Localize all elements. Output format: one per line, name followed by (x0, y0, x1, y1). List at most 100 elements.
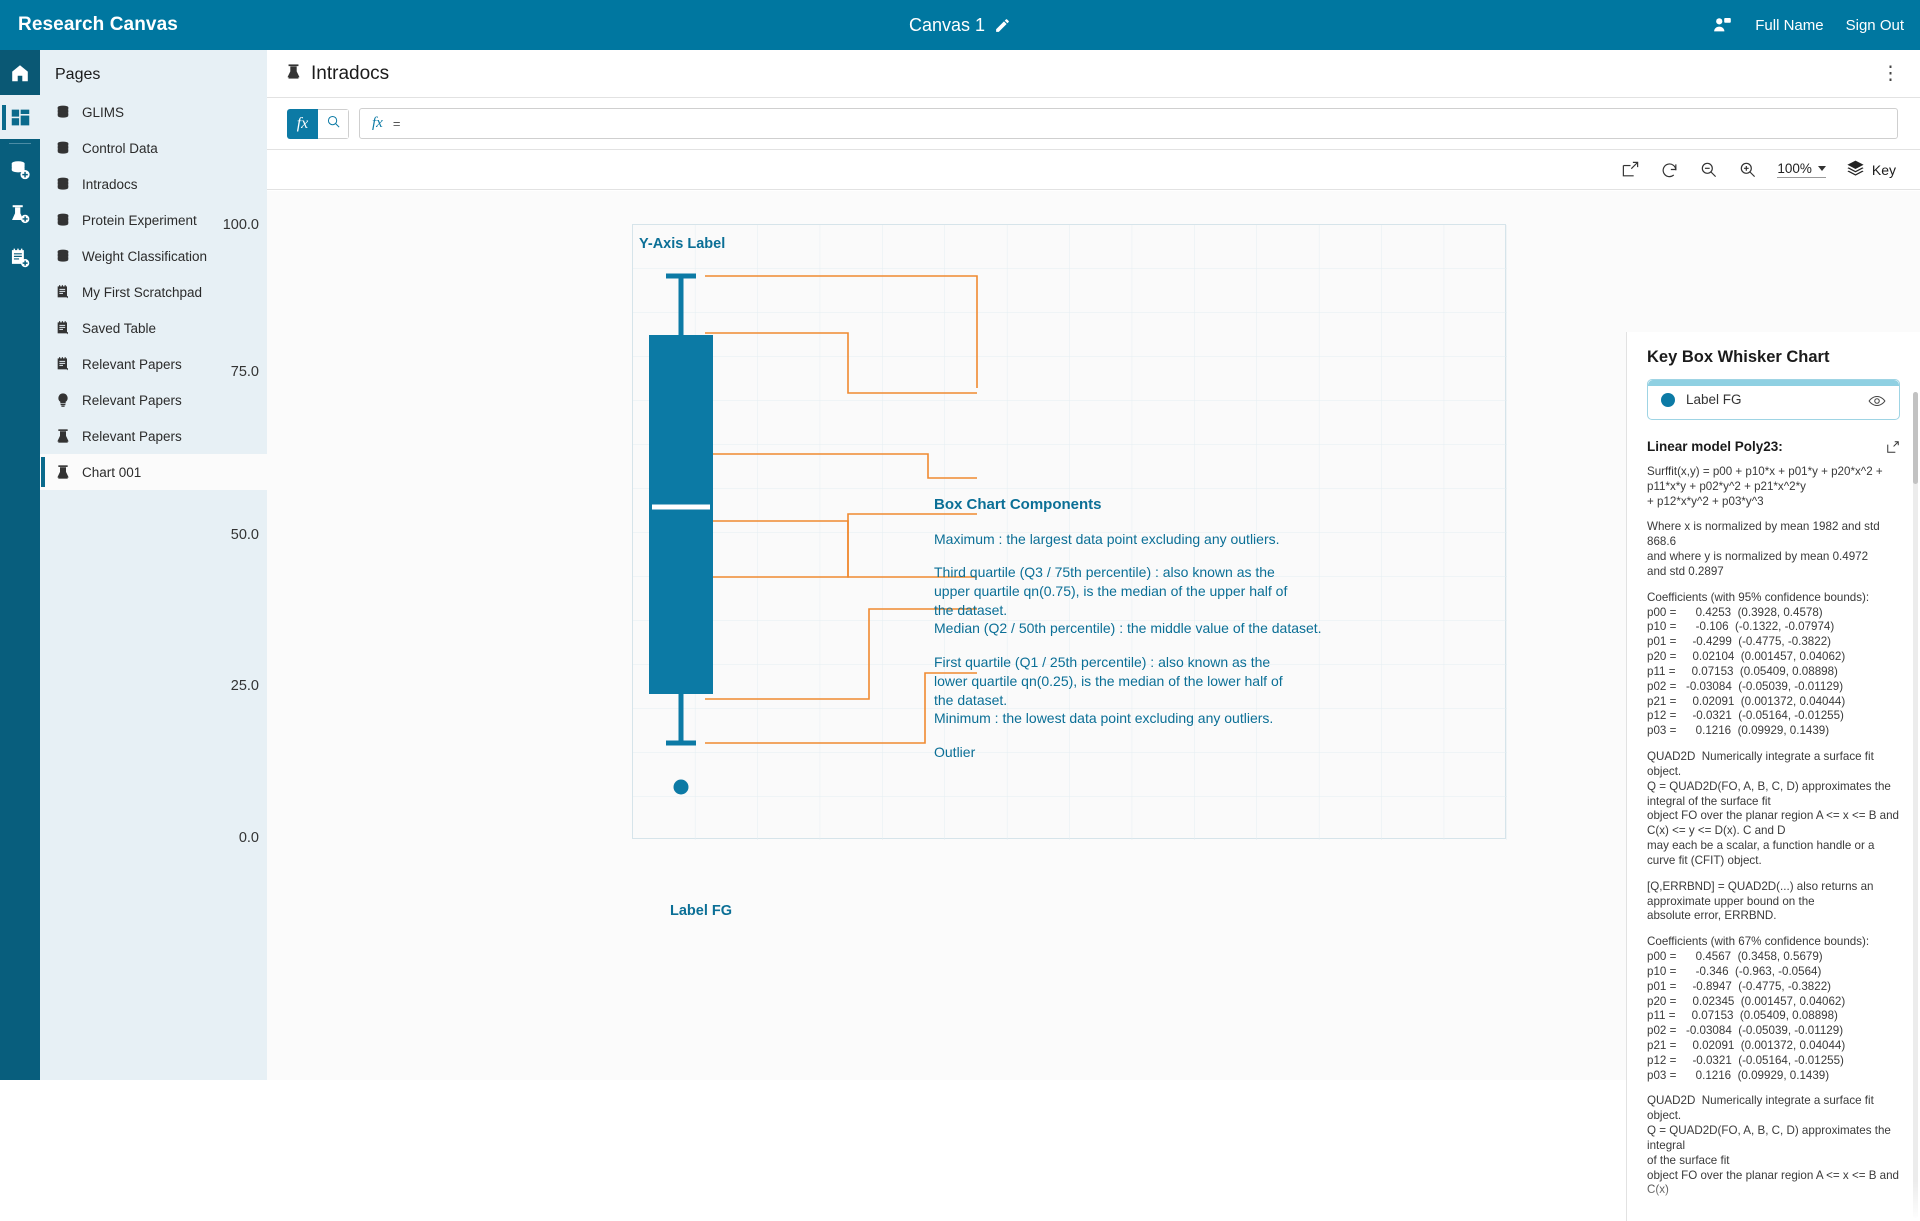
popout-icon[interactable] (1886, 440, 1900, 454)
eye-icon[interactable] (1868, 394, 1886, 406)
zoom-level-select[interactable]: 100% (1777, 161, 1826, 178)
annotation-minimum: Minimum : the lowest data point excludin… (934, 710, 1274, 726)
chart-toolbar: 100% Key (267, 150, 1920, 190)
experiment-icon (285, 63, 302, 85)
sidebar-item-control-data[interactable]: Control Data (40, 130, 267, 166)
search-button[interactable] (318, 108, 349, 139)
key-label: Key (1871, 161, 1896, 178)
key-panel-title: Key Box Whisker Chart (1647, 348, 1830, 366)
normalization-note: Where x is normalized by mean 1982 and s… (1647, 520, 1880, 578)
sidebar-item-label: Intradocs (82, 176, 138, 192)
sidebar-item-my-first-scratchpad[interactable]: My First Scratchpad (40, 274, 267, 310)
detail-heading-row: Linear model Poly23: (1647, 439, 1900, 454)
key-panel-scrollbar-track[interactable] (1913, 392, 1918, 1218)
sidebar-item-relevant-papers[interactable]: Relevant Papers (40, 382, 267, 418)
sidebar-item-label: Protein Experiment (82, 212, 197, 228)
main-content: Intradocs ⋮ fx fx = (223, 50, 1920, 1221)
y-tick-label: 50.0 (230, 527, 259, 543)
user-profile-icon[interactable] (1711, 14, 1733, 36)
pages-heading: Pages (55, 66, 101, 83)
annotation-maximum: Maximum : the largest data point excludi… (934, 531, 1280, 547)
user-name[interactable]: Full Name (1755, 16, 1824, 34)
database-icon (55, 140, 71, 156)
rail-item-canvas[interactable] (0, 95, 40, 139)
zoom-level-value: 100% (1777, 161, 1812, 176)
rail-item-add-scratchpad[interactable] (0, 236, 40, 280)
key-panel-scrollbar-thumb[interactable] (1913, 392, 1918, 484)
quad2d-description-1: QUAD2D Numerically integrate a surface f… (1647, 750, 1900, 867)
sidebar-item-protein-experiment[interactable]: Protein Experiment (40, 202, 267, 238)
formula-buttons: fx (287, 108, 349, 139)
plot-area (632, 224, 1507, 840)
chart-icon (55, 464, 71, 480)
database-icon (55, 104, 71, 120)
fx-button[interactable]: fx (287, 108, 318, 139)
errbnd-description: [Q,ERRBND] = QUAD2D(...) also returns an… (1647, 879, 1874, 923)
scratchpad-icon (55, 284, 71, 300)
sidebar-item-intradocs[interactable]: Intradocs (40, 166, 267, 202)
y-tick-label: 75.0 (230, 364, 259, 380)
sidebar-item-chart-001[interactable]: Chart 001 (40, 454, 267, 490)
legend-label: Label FG (1686, 392, 1742, 407)
y-tick-label: 25.0 (230, 678, 259, 694)
kebab-menu-icon[interactable]: ⋮ (1881, 63, 1900, 84)
sidebar-item-weight-classification[interactable]: Weight Classification (40, 238, 267, 274)
sidebar-item-label: My First Scratchpad (82, 284, 203, 300)
scratchpad-icon (55, 356, 71, 372)
app-brand: Research Canvas (18, 14, 178, 35)
zoom-in-icon[interactable] (1738, 160, 1757, 179)
annotation-q3: Third quartile (Q3 / 75th percentile) : … (934, 564, 1288, 618)
zoom-out-icon[interactable] (1699, 160, 1718, 179)
legend-color-swatch (1661, 392, 1675, 407)
chart-canvas: 100.0 75.0 50.0 25.0 0.0 (223, 191, 1920, 1221)
sidebar-item-label: Relevant Papers (82, 428, 182, 444)
sidebar-item-label: Relevant Papers (82, 392, 182, 408)
annotation-q1: First quartile (Q1 / 25th percentile) : … (934, 654, 1283, 708)
sidebar-item-label: Weight Classification (82, 248, 208, 264)
sidebar-item-saved-table[interactable]: Saved Table (40, 310, 267, 346)
formula-input[interactable]: fx = (359, 108, 1898, 139)
sidebar-item-label: Chart 001 (82, 464, 142, 480)
sidebar-item-glims[interactable]: GLIMS (40, 94, 267, 130)
top-bar: Research Canvas Canvas 1 Full Name Sign … (0, 0, 1920, 50)
key-panel-inner: Key Box Whisker Chart Label FG Linear mo… (1627, 332, 1920, 1198)
database-icon (55, 212, 71, 228)
rail-item-add-experiment[interactable] (0, 192, 40, 236)
edit-pencil-icon[interactable] (994, 17, 1011, 34)
rail-item-home[interactable] (0, 50, 40, 95)
rail-divider (9, 143, 31, 144)
dashboard-icon (10, 107, 31, 128)
key-panel: Key Box Whisker Chart Label FG Linear mo… (1626, 332, 1920, 1221)
experiment-icon (55, 428, 71, 444)
x-axis-label: Label FG (670, 903, 733, 919)
document-title: Intradocs (311, 62, 390, 84)
icon-rail (0, 50, 40, 1080)
sidebar-item-label: GLIMS (82, 104, 125, 120)
document-header: Intradocs ⋮ (267, 50, 1920, 98)
model-equation: Surffit(x,y) = p00 + p10*x + p01*y + p20… (1647, 465, 1883, 508)
lightbulb-icon (55, 392, 71, 408)
key-toggle-button[interactable]: Key (1846, 159, 1896, 181)
annotations-title: Box Chart Components (934, 496, 1102, 513)
sidebar-item-label: Control Data (82, 140, 158, 156)
y-tick-label: 0.0 (238, 830, 259, 846)
box-whisker-chart: 100.0 75.0 50.0 25.0 0.0 (223, 191, 1557, 1080)
legend-item[interactable]: Label FG (1647, 379, 1900, 420)
home-icon (9, 62, 31, 84)
undo-icon[interactable] (1660, 160, 1679, 179)
export-icon[interactable] (1621, 160, 1640, 179)
rail-item-add-database[interactable] (0, 148, 40, 192)
y-tick-label: 100.0 (222, 217, 259, 233)
formula-equals: = (392, 116, 401, 131)
coefficients-95-heading: Coefficients (with 95% confidence bounds… (1647, 590, 1870, 604)
chevron-down-icon (1817, 166, 1826, 171)
sidebar-item-relevant-papers[interactable]: Relevant Papers (40, 418, 267, 454)
annotation-outlier: Outlier (934, 744, 976, 760)
add-experiment-icon (9, 203, 31, 225)
sidebar-item-relevant-papers[interactable]: Relevant Papers (40, 346, 267, 382)
canvas-title: Canvas 1 (908, 14, 986, 35)
sign-out-link[interactable]: Sign Out (1845, 16, 1904, 34)
scratchpad-icon (55, 320, 71, 336)
